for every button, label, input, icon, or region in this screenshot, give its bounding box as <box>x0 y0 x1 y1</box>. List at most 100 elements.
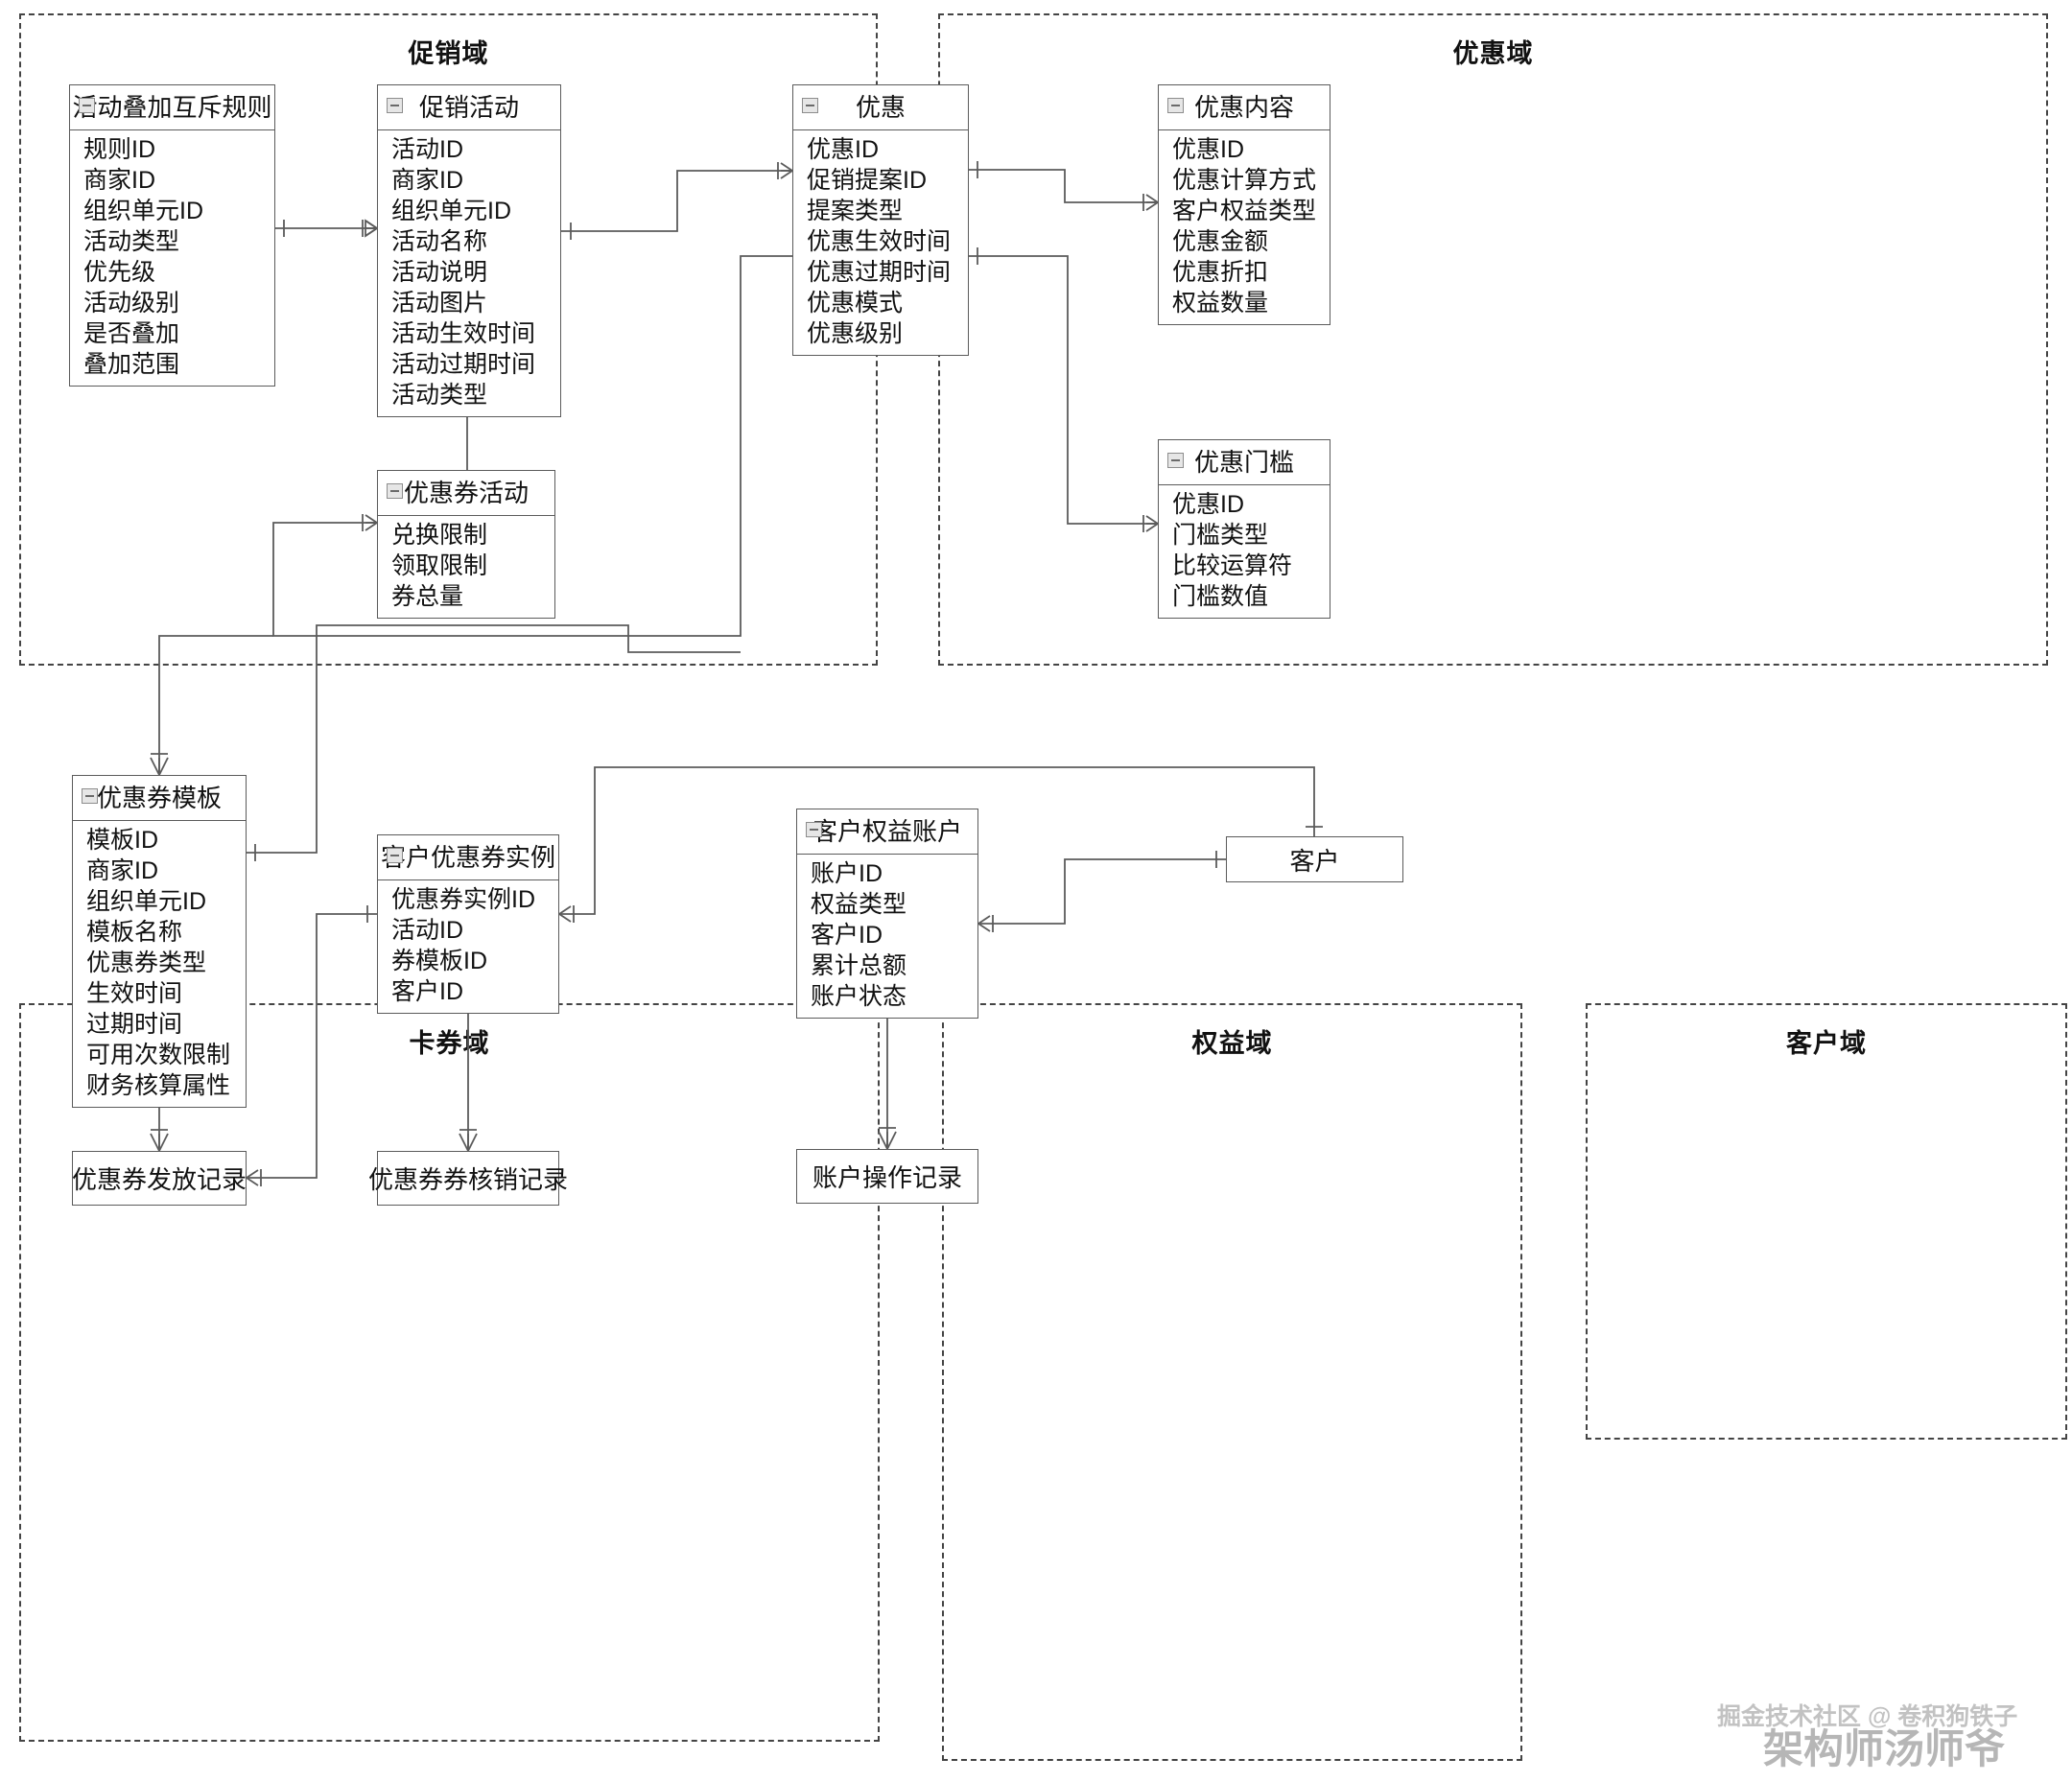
collapse-minus-icon[interactable] <box>387 848 403 863</box>
entity-attribute: 生效时间 <box>86 980 183 1007</box>
watermark-author: 架构师汤师爷 <box>1763 1726 2006 1771</box>
entity-attribute: 是否叠加 <box>83 320 180 347</box>
entity-attribute: 权益数量 <box>1172 290 1269 317</box>
entity-attribute: 模板ID <box>86 827 159 854</box>
entity-header-coupon-template: 优惠券模板 <box>73 776 246 821</box>
entity-box-customer[interactable]: 客户 <box>1226 836 1403 882</box>
entity-attribute: 客户权益类型 <box>1172 198 1317 224</box>
entity-table-discount-content[interactable]: 优惠内容优惠ID 优惠计算方式客户权益类型优惠金额优惠折扣权益数量 <box>1158 84 1330 325</box>
domain-customer: 客户域 <box>1586 1003 2067 1440</box>
entity-attribute: 优先级 <box>83 259 156 286</box>
entity-attribute: 累计总额 <box>811 952 907 979</box>
entity-box-coupon-issue-record[interactable]: 优惠券发放记录 <box>72 1151 247 1206</box>
collapse-minus-icon[interactable] <box>1167 98 1184 113</box>
entity-attribute: 财务核算属性 <box>86 1072 231 1099</box>
entity-attribute: 优惠模式 <box>807 290 904 317</box>
entity-header-rule: 活动叠加互斥规则 <box>70 85 274 130</box>
collapse-minus-icon[interactable] <box>806 822 822 837</box>
entity-attribute-list: 兑换限制领取限制券总量 <box>378 516 554 618</box>
entity-header-customer-coupon-instance: 客户优惠券实例 <box>378 835 558 880</box>
collapse-minus-icon[interactable] <box>79 98 95 113</box>
entity-attribute: 客户ID <box>391 978 464 1005</box>
entity-title-label: 促销活动 <box>418 93 519 122</box>
entity-table-discount-threshold[interactable]: 优惠门槛优惠ID 门槛类型比较运算符门槛数值 <box>1158 439 1330 619</box>
entity-title-label: 活动叠加互斥规则 <box>72 93 272 122</box>
entity-attribute: 优惠金额 <box>1172 228 1269 255</box>
entity-header-promo-activity: 促销活动 <box>378 85 560 130</box>
entity-attribute: 促销提案ID <box>807 167 928 194</box>
entity-attribute: 优惠折扣 <box>1172 259 1269 286</box>
entity-table-coupon-activity[interactable]: 优惠券活动兑换限制领取限制券总量 <box>377 470 555 619</box>
domain-card-coupon: 卡券域 <box>19 1003 880 1742</box>
entity-box-coupon-redeem-record[interactable]: 优惠券券核销记录 <box>368 1151 568 1206</box>
entity-title-label: 优惠内容 <box>1193 93 1294 122</box>
entity-box-account-operation-record[interactable]: 账户操作记录 <box>796 1149 978 1204</box>
entity-attribute: 模板名称 <box>86 919 183 946</box>
entity-attribute: 活动级别 <box>83 290 180 317</box>
domain-discount: 优惠域 <box>938 13 2048 666</box>
entity-title-label: 优惠券活动 <box>403 479 529 507</box>
entity-attribute: 门槛类型 <box>1172 522 1269 549</box>
entity-attribute: 活动说明 <box>391 259 488 286</box>
entity-title-label: 优惠券模板 <box>96 784 222 812</box>
link-benefit-account-to-operation-record <box>878 1000 897 1150</box>
entity-attribute: 优惠券类型 <box>86 950 207 976</box>
entity-attribute: 组织单元ID <box>86 888 207 915</box>
collapse-minus-icon[interactable] <box>387 483 403 499</box>
link-benefit-account-to-customer <box>977 851 1226 932</box>
entity-attribute: 兑换限制 <box>391 522 488 549</box>
entity-attribute: 活动ID <box>391 917 464 944</box>
collapse-minus-icon[interactable] <box>82 788 98 804</box>
entity-attribute: 券总量 <box>391 583 464 610</box>
entity-header-discount-content: 优惠内容 <box>1159 85 1330 130</box>
entity-attribute: 账户状态 <box>811 983 907 1010</box>
entity-attribute: 可用次数限制 <box>86 1042 231 1068</box>
entity-attribute: 比较运算符 <box>1172 552 1293 579</box>
entity-attribute: 优惠ID <box>1172 491 1245 518</box>
domain-title-discount: 优惠域 <box>1452 39 1534 68</box>
entity-header-coupon-activity: 优惠券活动 <box>378 471 554 516</box>
watermark-community: 掘金技术社区 @ 卷积狗铁子 <box>1717 1703 2018 1730</box>
collapse-minus-icon[interactable] <box>1167 453 1184 468</box>
entity-attribute: 活动类型 <box>83 228 180 255</box>
entity-header-discount: 优惠 <box>793 85 968 130</box>
collapse-minus-icon[interactable] <box>387 98 403 113</box>
entity-title-label: 优惠门槛 <box>1193 448 1294 477</box>
entity-attribute: 优惠ID <box>1172 136 1245 163</box>
domain-benefit: 权益域 <box>942 1003 1522 1761</box>
entity-attribute: 领取限制 <box>391 552 488 579</box>
entity-attribute: 优惠级别 <box>807 320 904 347</box>
entity-table-customer-coupon-instance[interactable]: 客户优惠券实例优惠券实例ID 活动ID 券模板ID 客户ID <box>377 834 559 1014</box>
entity-attribute: 商家ID <box>83 167 156 194</box>
entity-header-customer-benefit-account: 客户权益账户 <box>797 809 977 855</box>
domain-title-benefit: 权益域 <box>1191 1029 1273 1058</box>
entity-title-label: 客户 <box>1289 846 1340 876</box>
entity-attribute: 账户ID <box>811 860 883 887</box>
entity-attribute-list: 优惠ID 门槛类型比较运算符门槛数值 <box>1159 485 1330 618</box>
entity-attribute: 权益类型 <box>811 891 907 918</box>
entity-attribute: 门槛数值 <box>1172 583 1269 610</box>
entity-attribute: 优惠生效时间 <box>807 228 952 255</box>
entity-attribute: 叠加范围 <box>83 351 180 378</box>
entity-attribute: 商家ID <box>86 857 159 884</box>
collapse-minus-icon[interactable] <box>802 98 818 113</box>
entity-attribute: 优惠计算方式 <box>1172 167 1317 194</box>
entity-attribute: 活动图片 <box>391 290 488 317</box>
entity-attribute-list: 优惠ID 优惠计算方式客户权益类型优惠金额优惠折扣权益数量 <box>1159 130 1330 324</box>
domain-title-promotion: 促销域 <box>408 39 489 68</box>
entity-attribute: 活动ID <box>391 136 464 163</box>
entity-attribute: 活动类型 <box>391 382 488 409</box>
entity-attribute: 优惠券实例ID <box>391 886 536 913</box>
entity-title-label: 优惠券券核销记录 <box>368 1165 569 1194</box>
entity-attribute: 券模板ID <box>391 948 488 974</box>
entity-attribute: 组织单元ID <box>391 198 512 224</box>
